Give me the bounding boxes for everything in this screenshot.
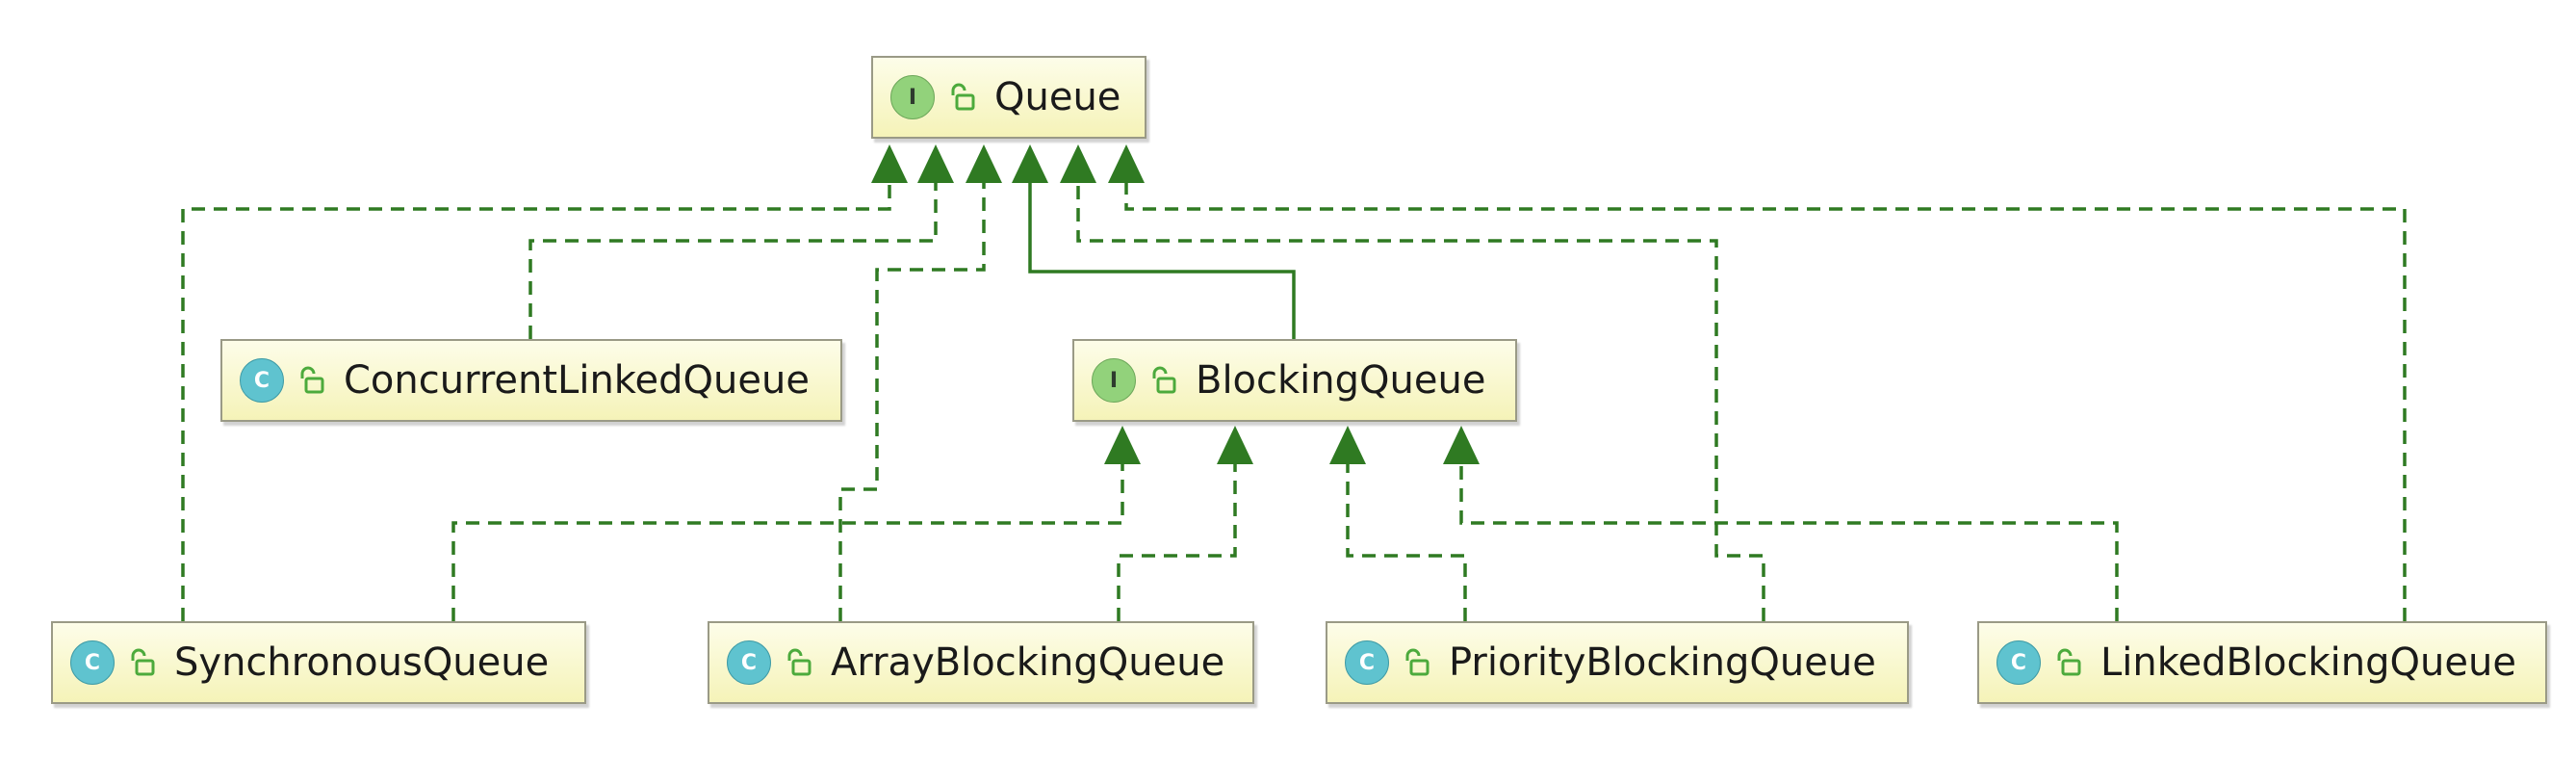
edge-linked-blocking-queue-to-queue (1108, 144, 2407, 621)
node-label: PriorityBlockingQueue (1449, 640, 1876, 685)
node-label: Queue (994, 75, 1121, 119)
edge-array-blocking-queue-to-blocking-queue (1117, 426, 1253, 621)
edge-line (1028, 181, 1296, 339)
class-icon: C (70, 640, 115, 685)
node-label: BlockingQueue (1196, 358, 1486, 403)
public-lock-icon (2057, 648, 2081, 676)
class-icon: C (240, 358, 284, 403)
arrowhead-icon (1217, 426, 1253, 464)
public-lock-icon (131, 648, 155, 676)
node-blocking-queue[interactable]: I BlockingQueue (1072, 339, 1517, 422)
edge-line (1346, 462, 1467, 621)
node-label: ArrayBlockingQueue (831, 640, 1225, 685)
class-icon: C (727, 640, 771, 685)
edge-line (838, 181, 986, 621)
arrowhead-icon (1012, 144, 1048, 183)
edge-array-blocking-queue-to-queue (838, 144, 1002, 621)
node-priority-blocking-queue[interactable]: C PriorityBlockingQueue (1326, 621, 1909, 704)
edge-line (451, 462, 1124, 621)
edge-line (1459, 462, 2119, 621)
interface-icon: I (1092, 358, 1136, 403)
node-synchronous-queue[interactable]: C SynchronousQueue (51, 621, 586, 704)
arrowhead-icon (917, 144, 954, 183)
node-linked-blocking-queue[interactable]: C LinkedBlockingQueue (1977, 621, 2547, 704)
interface-icon: I (890, 75, 935, 119)
class-icon: C (1996, 640, 2041, 685)
public-lock-icon (787, 648, 811, 676)
public-lock-icon (951, 83, 975, 111)
node-array-blocking-queue[interactable]: C ArrayBlockingQueue (708, 621, 1254, 704)
node-label: SynchronousQueue (174, 640, 550, 685)
edge-line (1117, 462, 1237, 621)
edge-line (528, 181, 938, 339)
edge-linked-blocking-queue-to-blocking-queue (1443, 426, 2119, 621)
arrowhead-icon (966, 144, 1002, 183)
public-lock-icon (300, 366, 324, 394)
node-queue[interactable]: I Queue (871, 56, 1146, 139)
node-label: ConcurrentLinkedQueue (344, 358, 810, 403)
arrowhead-icon (1104, 426, 1141, 464)
edge-layer (181, 144, 2407, 621)
node-label: LinkedBlockingQueue (2100, 640, 2516, 685)
edge-synchronous-queue-to-queue (181, 144, 908, 621)
edge-line (1124, 181, 2407, 621)
edge-priority-blocking-queue-to-blocking-queue (1329, 426, 1467, 621)
class-icon: C (1345, 640, 1389, 685)
node-concurrent-linked-queue[interactable]: C ConcurrentLinkedQueue (220, 339, 842, 422)
edge-synchronous-queue-to-blocking-queue (451, 426, 1141, 621)
public-lock-icon (1152, 366, 1176, 394)
arrowhead-icon (1329, 426, 1366, 464)
edge-line (1076, 181, 1765, 621)
edge-priority-blocking-queue-to-queue (1060, 144, 1765, 621)
edge-concurrent-linked-queue-to-queue (528, 144, 954, 339)
edge-line (181, 181, 891, 621)
arrowhead-icon (1108, 144, 1145, 183)
arrowhead-icon (871, 144, 908, 183)
edge-blocking-queue-to-queue (1012, 144, 1296, 339)
arrowhead-icon (1443, 426, 1480, 464)
public-lock-icon (1405, 648, 1430, 676)
arrowhead-icon (1060, 144, 1096, 183)
